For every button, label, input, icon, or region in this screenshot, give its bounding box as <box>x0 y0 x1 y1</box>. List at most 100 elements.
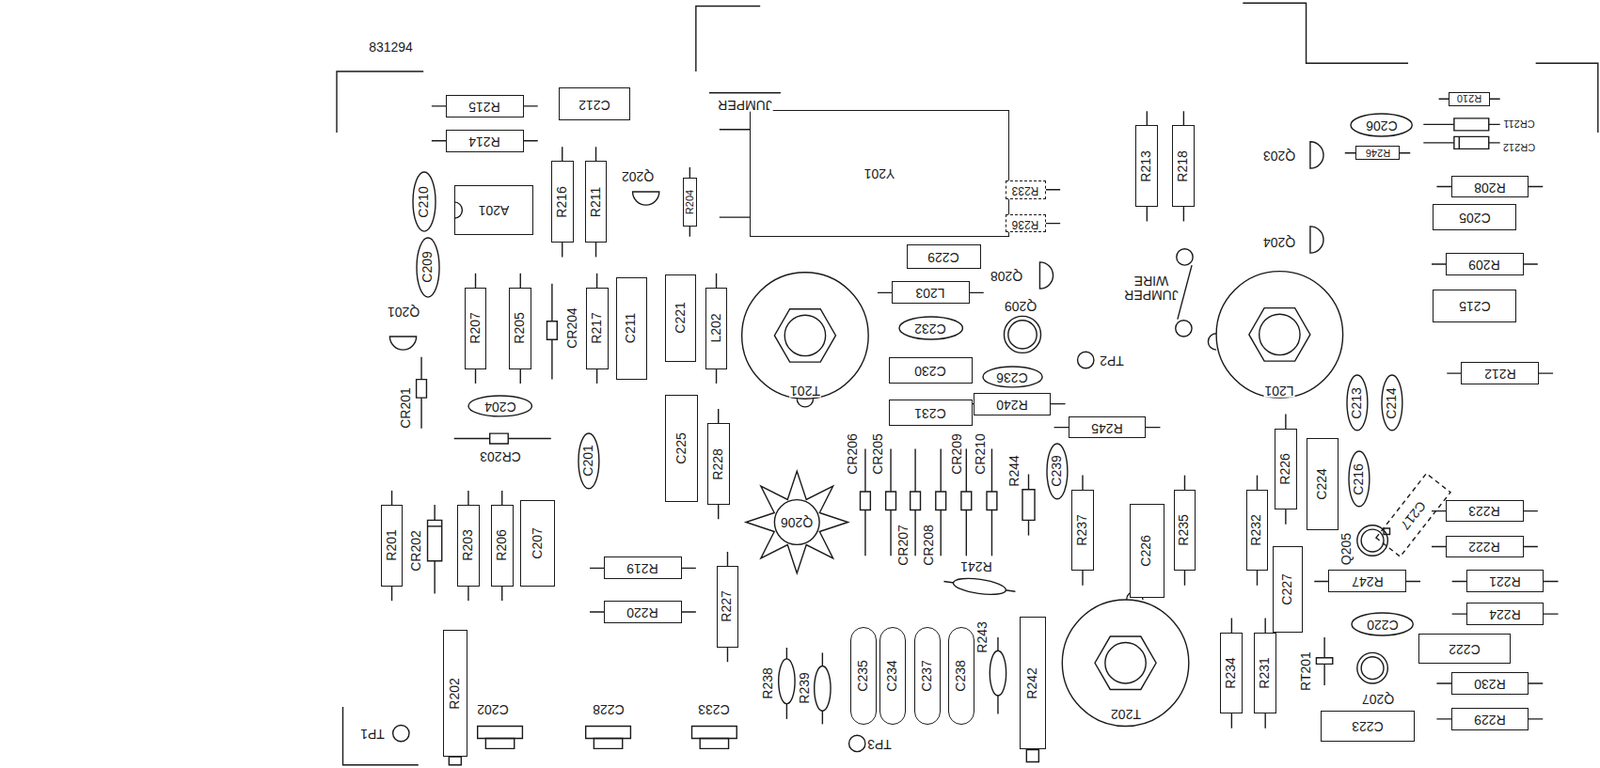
ellipse-outline <box>982 366 1043 388</box>
component-box: R224 <box>1466 602 1544 626</box>
part-label: R206 <box>494 530 509 562</box>
component-box: C223 <box>1320 711 1415 743</box>
trimmer-symbol <box>477 727 523 740</box>
part-label: C210 <box>417 186 432 218</box>
crystal-lead <box>719 128 751 130</box>
part-label: R224 <box>1489 606 1521 621</box>
resistor-symbol <box>814 666 831 713</box>
component-label: C228 <box>591 701 625 716</box>
text-wrap: C232 <box>915 321 947 336</box>
part-label: C205 <box>1458 209 1490 224</box>
text-wrap: R209 <box>1469 256 1501 271</box>
diode-symbol <box>416 380 428 399</box>
jumper-wire <box>1175 320 1192 337</box>
part-label: R229 <box>1473 712 1505 727</box>
text-wrap: R207 <box>468 313 483 345</box>
component-box: R213 <box>1135 125 1158 207</box>
part-label: C222 <box>1448 641 1480 656</box>
text-wrap: R216 <box>554 186 570 218</box>
ellipse-outline <box>578 433 600 490</box>
transformer-can <box>796 398 813 408</box>
transistor-symbol <box>389 336 416 350</box>
component-box: R206 <box>491 505 514 587</box>
capacitor-ellipse: C204 <box>467 395 533 418</box>
trimmer-symbol <box>477 727 738 750</box>
component-box: R242 <box>1019 617 1046 750</box>
part-label: R228 <box>711 448 726 480</box>
part-label: C234 <box>886 660 901 692</box>
component-leads <box>392 98 1559 729</box>
component-label: CR210 <box>973 432 988 476</box>
text-wrap: R233 <box>1012 183 1040 196</box>
component-label: TP3 <box>866 736 893 751</box>
part-label: C236 <box>996 370 1028 385</box>
text-wrap: C236 <box>996 370 1028 385</box>
part-label: R211 <box>588 187 603 218</box>
component-box: R212 <box>1460 362 1538 385</box>
part-label: C214 <box>1384 387 1399 419</box>
component-label: JUMPER <box>716 96 774 111</box>
component-label: C217 <box>1396 497 1429 533</box>
transistor-symbol <box>1003 316 1041 353</box>
capacitor-ellipse: C210 <box>411 171 437 233</box>
text-wrap: L203 <box>916 285 946 301</box>
diode-symbol <box>1454 118 1490 131</box>
text-wrap: R220 <box>627 604 659 619</box>
part-label: C239 <box>1049 455 1064 487</box>
transistor-symbol <box>1310 226 1324 254</box>
part-label: C237 <box>919 660 935 692</box>
component-box: R214 <box>445 129 523 153</box>
diode-symbol <box>427 520 443 561</box>
part-label: R222 <box>1469 539 1501 555</box>
capacitor-pill: C238 <box>948 627 975 726</box>
part-label: C231 <box>915 406 947 421</box>
terminal-tab <box>1026 749 1039 762</box>
resistor-symbol <box>989 650 1006 697</box>
component-box: R219 <box>603 556 682 580</box>
part-label: R232 <box>1250 514 1265 546</box>
component-label: Q204 <box>1262 234 1297 249</box>
text-wrap: R230 <box>1473 676 1505 691</box>
corner-bracket <box>1536 63 1599 133</box>
part-label: C235 <box>855 660 871 692</box>
thermistor-symbol <box>1315 658 1332 666</box>
part-label: R215 <box>469 98 501 113</box>
component-box: R234 <box>1219 633 1243 715</box>
thermistor-symbol <box>1315 637 1332 686</box>
component-label: T201 <box>789 383 822 398</box>
component-box: R204 <box>682 177 698 227</box>
part-label: R201 <box>384 530 399 562</box>
diode-symbol <box>546 321 557 341</box>
capacitor-pill: C235 <box>850 627 877 726</box>
component-box: C225 <box>665 395 698 503</box>
resistor-symbol <box>1022 490 1035 522</box>
diode-symbol <box>961 491 972 511</box>
component-label: RT201 <box>1299 650 1314 693</box>
part-label: R221 <box>1489 574 1521 589</box>
ellipse-outline <box>1046 443 1068 500</box>
transistor-symbol <box>1310 142 1324 169</box>
part-label: C213 <box>1349 387 1364 419</box>
component-label: CR208 <box>922 524 937 569</box>
capacitor-ellipse: C232 <box>898 316 964 341</box>
text-wrap: R202 <box>447 678 462 710</box>
test-point <box>393 725 410 742</box>
transistor-symbol <box>1361 657 1384 681</box>
transformer-can <box>774 309 836 363</box>
transformer-can <box>1259 314 1300 355</box>
component-label: Q207 <box>1360 691 1395 706</box>
component-box: R237 <box>1071 490 1094 572</box>
transformer-can <box>1207 333 1217 350</box>
text-wrap: C235 <box>855 660 871 692</box>
component-box: C224 <box>1306 438 1340 531</box>
text-wrap: R223 <box>1469 504 1501 519</box>
jumper-wire <box>1176 249 1193 266</box>
component-box: R207 <box>464 287 488 370</box>
text-wrap: C205 <box>1458 209 1490 224</box>
part-label: R204 <box>683 190 696 215</box>
text-wrap: C221 <box>673 302 688 334</box>
resistor-symbol <box>778 659 795 705</box>
text-wrap: R242 <box>1025 667 1040 699</box>
text-wrap: C229 <box>928 250 960 265</box>
capacitor-ellipse: C201 <box>577 432 601 491</box>
